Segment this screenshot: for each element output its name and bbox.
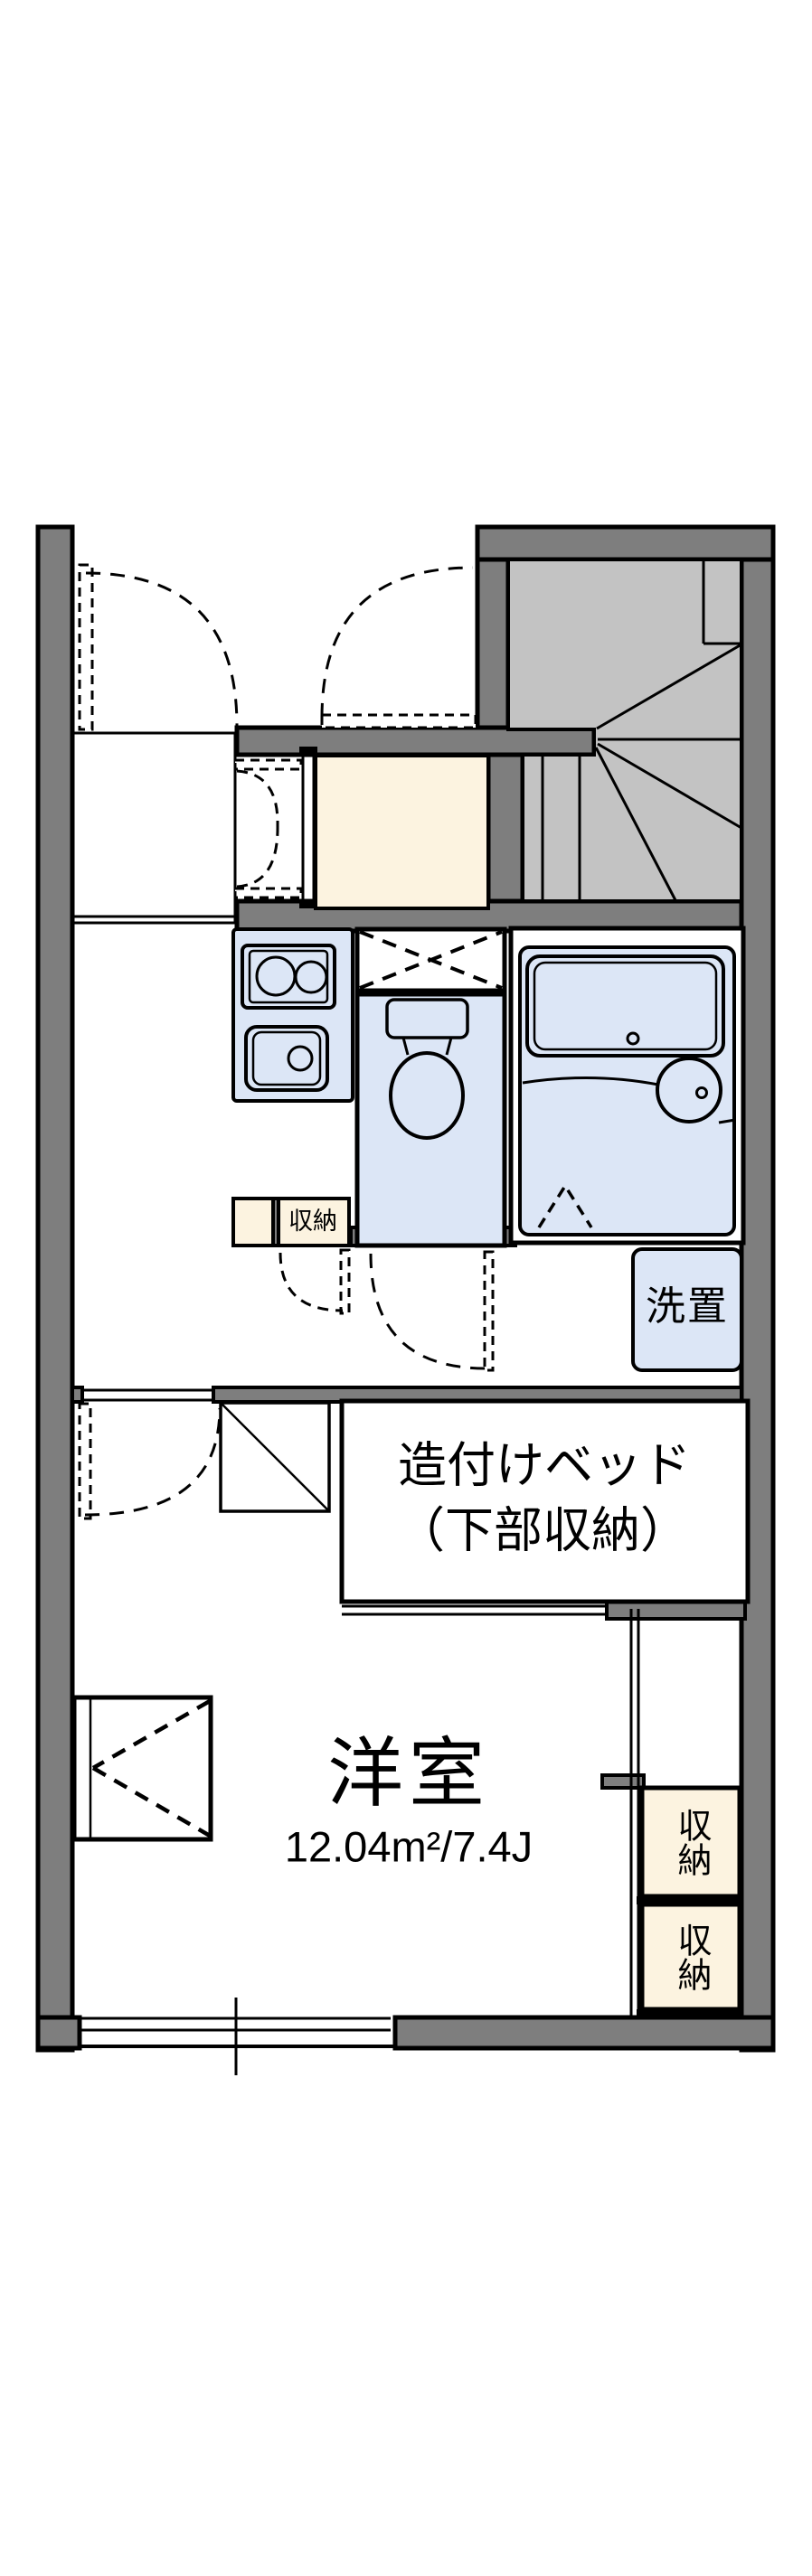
bottom-wall-right bbox=[392, 2015, 776, 2051]
closet-divider bbox=[637, 1896, 743, 1904]
kitchen bbox=[231, 927, 354, 1315]
bed-outline bbox=[339, 1398, 751, 1604]
closet-top-stub bbox=[600, 1773, 646, 1790]
entry-door-leaf bbox=[78, 563, 94, 731]
cabinet-x-mark bbox=[359, 930, 503, 990]
built-in-bed-sublabel: （下部収納） bbox=[396, 1503, 689, 1558]
step-cap-bottom bbox=[299, 901, 317, 908]
sink-drain-icon bbox=[287, 1045, 314, 1072]
stove bbox=[241, 944, 336, 1010]
bathtub bbox=[525, 954, 725, 1058]
wash-basin bbox=[656, 1057, 722, 1123]
sink-inner bbox=[251, 1030, 322, 1086]
bath-floor-line1 bbox=[522, 1076, 659, 1086]
stair-floor bbox=[506, 558, 743, 903]
bathtub-inner bbox=[533, 961, 718, 1051]
toilet-tank bbox=[385, 998, 469, 1039]
closet-top-label: 収納 bbox=[672, 1808, 710, 1876]
tub-drain-icon bbox=[626, 1031, 640, 1046]
bedroom-door-swing bbox=[84, 1407, 222, 1517]
bathroom bbox=[508, 926, 746, 1246]
bath-floor bbox=[518, 945, 736, 1236]
window-sliding-lines bbox=[78, 2017, 391, 2032]
left-wall bbox=[35, 524, 75, 2053]
bifold-door-bottom-bar bbox=[233, 887, 303, 899]
bath-floor-line2 bbox=[718, 1118, 736, 1124]
toilet-door-swing bbox=[369, 1253, 487, 1370]
basin-drain-icon bbox=[695, 1086, 708, 1099]
bottom-wall-left-stub bbox=[35, 2015, 82, 2051]
right-wall bbox=[739, 524, 776, 2053]
built-in-bed-label: 造付けベッド bbox=[398, 1438, 691, 1493]
entrance-genkan bbox=[314, 754, 490, 910]
bifold-door-swing bbox=[236, 769, 279, 888]
kitchen-sink bbox=[244, 1025, 329, 1092]
window-bottom bbox=[78, 1998, 395, 2075]
closet-bottom-label: 収納 bbox=[672, 1923, 710, 1991]
bed-bottom-wall bbox=[605, 1600, 747, 1621]
washer-space-label: 洗置 bbox=[646, 1283, 729, 1329]
corridor-wall-stub bbox=[71, 1386, 84, 1404]
bay-window-x-mark bbox=[91, 1699, 212, 1838]
burner-right-icon bbox=[294, 960, 328, 994]
toilet-bowl bbox=[389, 1051, 465, 1140]
stair-left-wall bbox=[475, 557, 511, 732]
staircase bbox=[506, 558, 743, 903]
toilet-room bbox=[354, 926, 507, 1372]
bath-door-mark bbox=[537, 1182, 593, 1228]
bedroom-opening-lines bbox=[82, 1388, 213, 1402]
washroom-bottom-line bbox=[72, 915, 235, 925]
storage-door-swing bbox=[279, 1252, 344, 1312]
room-name-label: 洋室 bbox=[326, 1730, 491, 1816]
kitchen-storage-label: 収納 bbox=[288, 1207, 337, 1235]
washing-machine-space bbox=[631, 1247, 743, 1372]
bay-window-box bbox=[71, 1695, 213, 1842]
bifold-door-top-bar bbox=[233, 758, 303, 771]
stair-treads bbox=[541, 559, 742, 901]
closet-bottom-box bbox=[639, 1902, 742, 2012]
closet-front-track bbox=[629, 1609, 640, 2016]
kitchen-storage-box-small bbox=[231, 1197, 275, 1247]
kitchen-storage-box bbox=[277, 1197, 351, 1247]
bedroom-door-leaf bbox=[78, 1402, 92, 1520]
bed-sliding-track bbox=[342, 1604, 607, 1616]
main-room bbox=[71, 1401, 743, 2017]
stair-top-wall bbox=[475, 524, 776, 562]
entry-area bbox=[72, 563, 490, 925]
kitchen-unit bbox=[231, 927, 354, 1103]
front-door-swing bbox=[320, 566, 474, 719]
room-size-label: 12.04m²/7.4J bbox=[284, 1822, 533, 1871]
toilet-seat-join bbox=[401, 1037, 453, 1056]
closet-bottom-cap bbox=[637, 2009, 743, 2017]
toilet-door-leaf bbox=[483, 1250, 495, 1372]
storage-door-leaf bbox=[339, 1248, 351, 1315]
refrigerator-diagonal bbox=[221, 1403, 329, 1511]
entry-divider-wall bbox=[234, 725, 597, 757]
genkan-stair-divider-wall bbox=[486, 752, 525, 911]
front-door-leaf bbox=[320, 713, 477, 729]
built-in-bed-area bbox=[339, 1398, 751, 1616]
step-cap-top bbox=[299, 747, 317, 754]
entry-door-swing bbox=[85, 571, 239, 727]
